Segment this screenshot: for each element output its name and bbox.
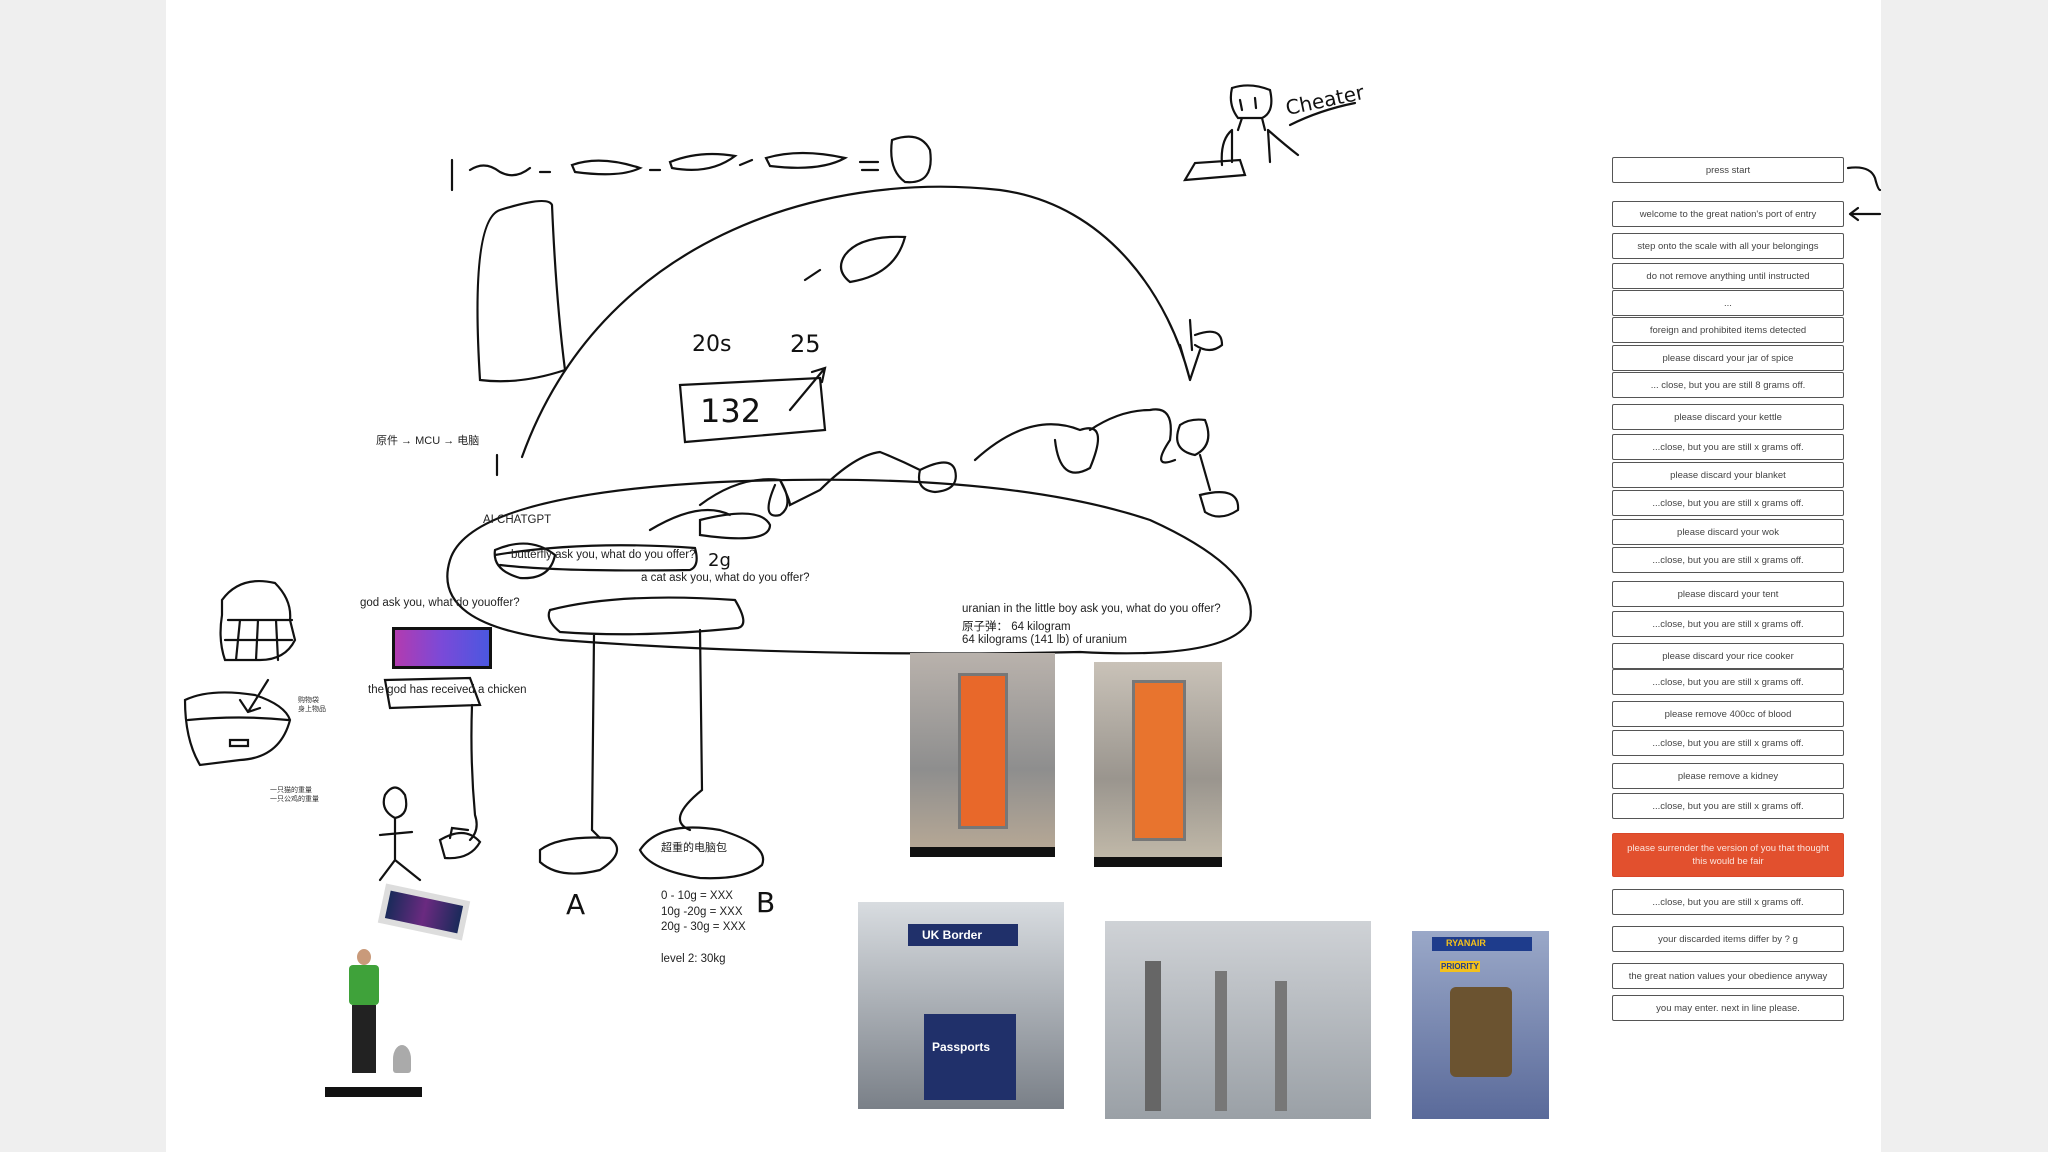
flow-step[interactable]: welcome to the great nation's port of en… — [1612, 201, 1844, 227]
flow-step[interactable]: ...close, but you are still x grams off. — [1612, 730, 1844, 756]
easyjet-sizer-photo-2 — [1094, 662, 1222, 867]
note-god-received: the god has received a chicken — [368, 684, 527, 696]
note-ai-chatgpt: AI CHATGPT — [483, 514, 552, 526]
note-laptop-bag: 超重的电脑包 — [661, 842, 727, 854]
flow-step[interactable]: ...close, but you are still x grams off. — [1612, 889, 1844, 915]
flow-step[interactable]: do not remove anything until instructed — [1612, 263, 1844, 289]
note-butterfly: butterfly ask you, what do you offer? — [511, 549, 696, 561]
note-atom-bomb: 原子弹： 64 kilogram — [962, 621, 1071, 633]
sketch-label-2g: 2g — [708, 550, 731, 571]
flow-step[interactable]: please discard your jar of spice — [1612, 345, 1844, 371]
flow-step[interactable]: ...close, but you are still x grams off. — [1612, 793, 1844, 819]
uk-border-photo: UK Border Passports — [858, 902, 1064, 1109]
flow-step[interactable]: please remove 400cc of blood — [1612, 701, 1844, 727]
flow-step[interactable]: step onto the scale with all your belong… — [1612, 233, 1844, 259]
sketch-label-25: 25 — [790, 330, 821, 358]
note-range-2: 10g -20g = XXX — [661, 906, 743, 918]
flow-step[interactable]: ...close, but you are still x grams off. — [1612, 611, 1844, 637]
flow-step[interactable]: please discard your wok — [1612, 519, 1844, 545]
flow-step[interactable]: foreign and prohibited items detected — [1612, 317, 1844, 343]
sketch-label-20s: 20s — [692, 332, 732, 357]
note-god: god ask you, what do youoffer? — [360, 597, 520, 609]
sketch-label-132: 132 — [700, 392, 762, 430]
flow-step[interactable]: ...close, but you are still x grams off. — [1612, 669, 1844, 695]
note-cat: a cat ask you, what do you offer? — [641, 572, 810, 584]
note-flow: 原件 → MCU → 电脑 — [376, 435, 480, 447]
led-display-image — [392, 627, 492, 669]
flow-step[interactable]: ...close, but you are still x grams off. — [1612, 434, 1844, 460]
flow-step[interactable]: the great nation values your obedience a… — [1612, 963, 1844, 989]
flow-step[interactable]: please discard your rice cooker — [1612, 643, 1844, 669]
note-range-1: 0 - 10g = XXX — [661, 890, 733, 902]
man-with-scale-image — [325, 947, 422, 1097]
flow-step[interactable]: you may enter. next in line please. — [1612, 995, 1844, 1021]
flow-step[interactable]: please discard your tent — [1612, 581, 1844, 607]
flow-step[interactable]: your discarded items differ by ? g — [1612, 926, 1844, 952]
ryanair-sizer-photo: RYANAIR PRIORITY — [1412, 931, 1549, 1119]
note-weights: 一只猫的重量一只公鸡的重量 — [270, 787, 319, 803]
label-b: B — [756, 886, 776, 919]
flow-step[interactable]: please discard your blanket — [1612, 462, 1844, 488]
note-uranium: 64 kilograms (141 lb) of uranium — [962, 634, 1127, 646]
note-bag-items: 购物袋身上物品 — [298, 697, 326, 713]
flow-step[interactable]: press start — [1612, 157, 1844, 183]
label-a: A — [566, 888, 586, 921]
flow-step-alert[interactable]: please surrender the version of you that… — [1612, 833, 1844, 877]
note-range-3: 20g - 30g = XXX — [661, 921, 746, 933]
easyjet-sizer-photo-1 — [910, 653, 1055, 857]
flow-step[interactable]: ...close, but you are still x grams off. — [1612, 490, 1844, 516]
note-uranian: uranian in the little boy ask you, what … — [962, 603, 1221, 615]
egates-photo — [1105, 921, 1371, 1119]
flow-step[interactable]: ... close, but you are still 8 grams off… — [1612, 372, 1844, 398]
note-level: level 2: 30kg — [661, 953, 726, 965]
flow-step[interactable]: please remove a kidney — [1612, 763, 1844, 789]
flow-step[interactable]: ...close, but you are still x grams off. — [1612, 547, 1844, 573]
flow-step[interactable]: ... — [1612, 290, 1844, 316]
flow-step[interactable]: please discard your kettle — [1612, 404, 1844, 430]
